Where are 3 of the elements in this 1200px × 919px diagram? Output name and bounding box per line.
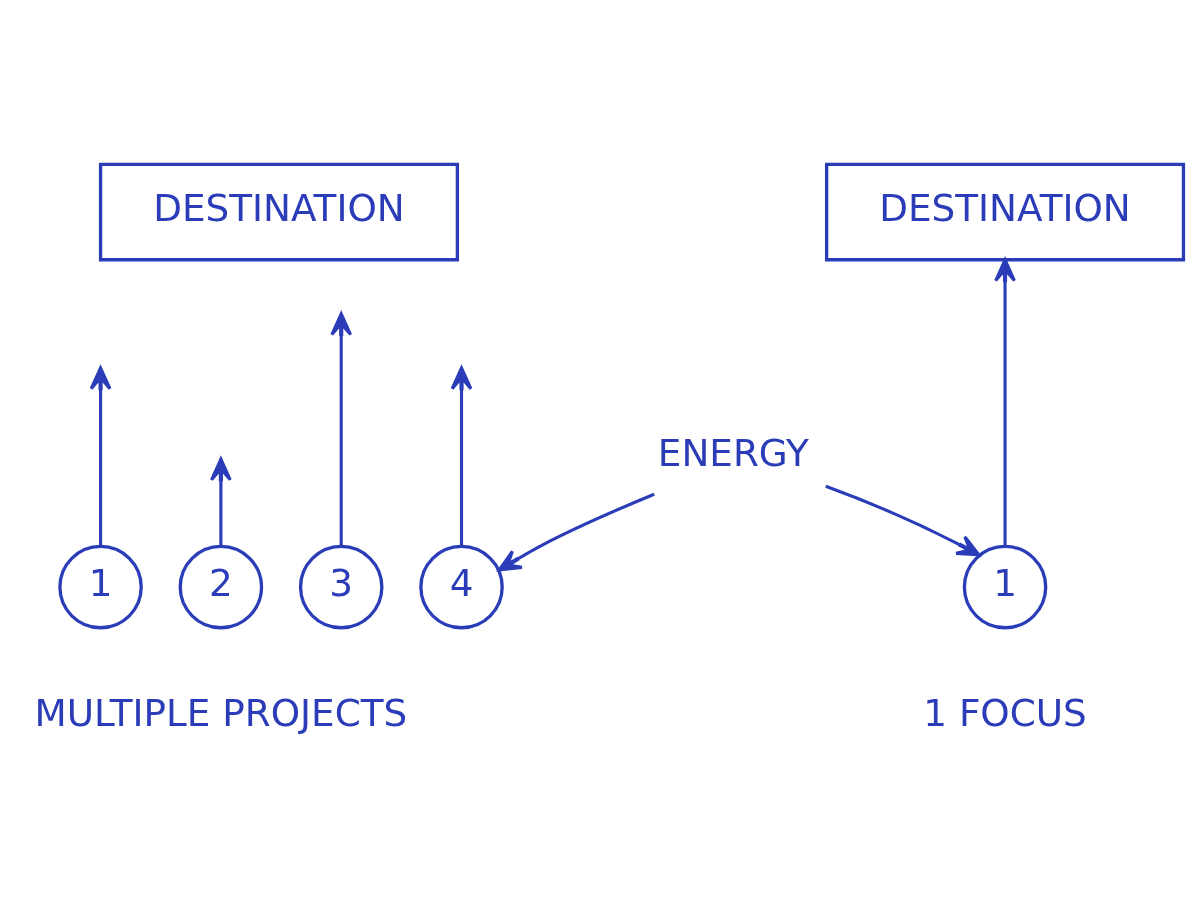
label: MULTIPLE PROJECTS: [34, 691, 408, 736]
node-text: ENERGY: [657, 430, 809, 475]
node-label: 1 FOCUS: [923, 691, 1087, 736]
